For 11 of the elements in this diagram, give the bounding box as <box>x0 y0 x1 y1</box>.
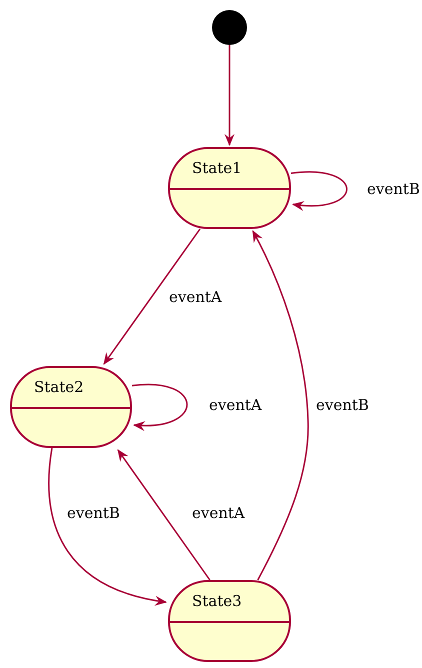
state-name: State2 <box>34 378 84 396</box>
transition-arrow <box>224 45 234 146</box>
transition-arrow <box>48 448 167 606</box>
transition-arrow <box>290 171 348 210</box>
transition-arrow <box>132 384 188 430</box>
transition-arrow <box>117 449 210 580</box>
transition-arrow <box>252 230 309 580</box>
state-name: State3 <box>192 592 242 610</box>
start-circle <box>212 10 247 45</box>
state-name: State1 <box>192 159 242 177</box>
transition-arrow <box>103 228 201 365</box>
